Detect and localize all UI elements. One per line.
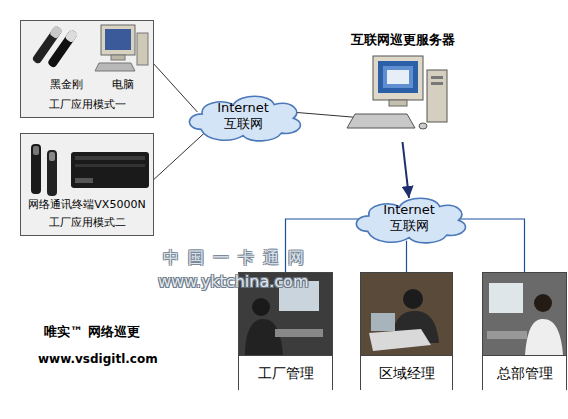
art-shape bbox=[525, 319, 563, 355]
art-shape bbox=[483, 273, 566, 355]
node-text: 区域经理 bbox=[361, 355, 452, 390]
server-node: 互联网巡更服务器 bbox=[345, 30, 460, 142]
art-shape bbox=[483, 273, 566, 355]
art-shape bbox=[75, 178, 93, 183]
art-shape bbox=[361, 273, 452, 355]
art-shape bbox=[137, 33, 148, 65]
art-shape bbox=[95, 63, 135, 71]
art-shape bbox=[31, 144, 41, 194]
watermark: www.yktchina.com bbox=[158, 272, 308, 291]
node-text: Internet 互联网 bbox=[377, 202, 441, 233]
art-shape bbox=[71, 152, 149, 188]
art-shape bbox=[101, 25, 135, 55]
art-shape bbox=[189, 96, 300, 141]
node-text: 互联网巡更服务器 bbox=[345, 32, 460, 48]
art-shape bbox=[489, 283, 523, 313]
node-text: Internet 互联网 bbox=[211, 100, 275, 131]
mode-panel: 网络通讯终端VX5000N 工厂应用模式二 bbox=[20, 133, 154, 236]
internet-cloud: Internet 互联网 bbox=[350, 188, 468, 250]
art-shape bbox=[431, 76, 443, 79]
art-shape bbox=[378, 61, 418, 93]
art-shape bbox=[49, 25, 63, 39]
watermark: 中国一卡通网 bbox=[163, 248, 313, 269]
art-shape bbox=[47, 150, 57, 196]
node-text: 工厂应用模式二 bbox=[21, 216, 153, 229]
art-shape bbox=[419, 123, 427, 129]
brand-url: www.vsdigitl.com bbox=[38, 352, 158, 366]
connector bbox=[154, 64, 197, 112]
art-shape bbox=[105, 29, 131, 50]
art-shape bbox=[369, 329, 431, 351]
art-shape bbox=[483, 273, 566, 355]
node-text: 电脑 bbox=[103, 78, 143, 91]
art-shape bbox=[345, 52, 460, 142]
brand-name: 唯实™ 网络巡更 bbox=[44, 323, 140, 341]
art-shape bbox=[47, 29, 78, 69]
art-shape bbox=[431, 82, 443, 85]
art-shape bbox=[373, 56, 423, 100]
art-shape bbox=[534, 294, 552, 312]
connector bbox=[403, 142, 410, 198]
art-shape bbox=[47, 29, 78, 69]
node-text: 黑金刚 bbox=[41, 78, 91, 91]
connector bbox=[291, 112, 357, 117]
art-shape bbox=[427, 70, 447, 122]
art-shape bbox=[371, 313, 395, 331]
art-shape bbox=[387, 70, 409, 84]
mode-panel: 黑金刚电脑工厂应用模式一 bbox=[20, 20, 154, 118]
node-text: 总部管理 bbox=[483, 355, 566, 390]
internet-cloud: Internet 互联网 bbox=[183, 86, 303, 148]
user-box: 总部管理 bbox=[482, 272, 567, 390]
art-shape bbox=[356, 198, 465, 243]
connector bbox=[406, 241, 407, 272]
art-shape bbox=[75, 156, 145, 160]
art-shape bbox=[389, 100, 407, 106]
art-shape bbox=[403, 289, 423, 309]
connector bbox=[154, 131, 207, 180]
art-shape bbox=[347, 114, 415, 128]
art-shape bbox=[111, 55, 125, 60]
art-shape bbox=[252, 298, 270, 316]
art-shape bbox=[49, 152, 55, 161]
node-text: 工厂应用模式一 bbox=[21, 98, 153, 111]
art-shape bbox=[275, 329, 323, 337]
art-shape bbox=[75, 164, 145, 167]
art-shape bbox=[65, 29, 79, 43]
user-box: 区域经理 bbox=[360, 272, 453, 390]
node-text: 网络通讯终端VX5000N bbox=[21, 198, 153, 211]
art-shape bbox=[487, 331, 527, 339]
art-shape bbox=[33, 146, 39, 155]
node-text: 工厂管理 bbox=[239, 355, 332, 390]
art-shape bbox=[361, 273, 452, 355]
art-shape bbox=[383, 66, 413, 88]
art-shape bbox=[361, 273, 452, 355]
